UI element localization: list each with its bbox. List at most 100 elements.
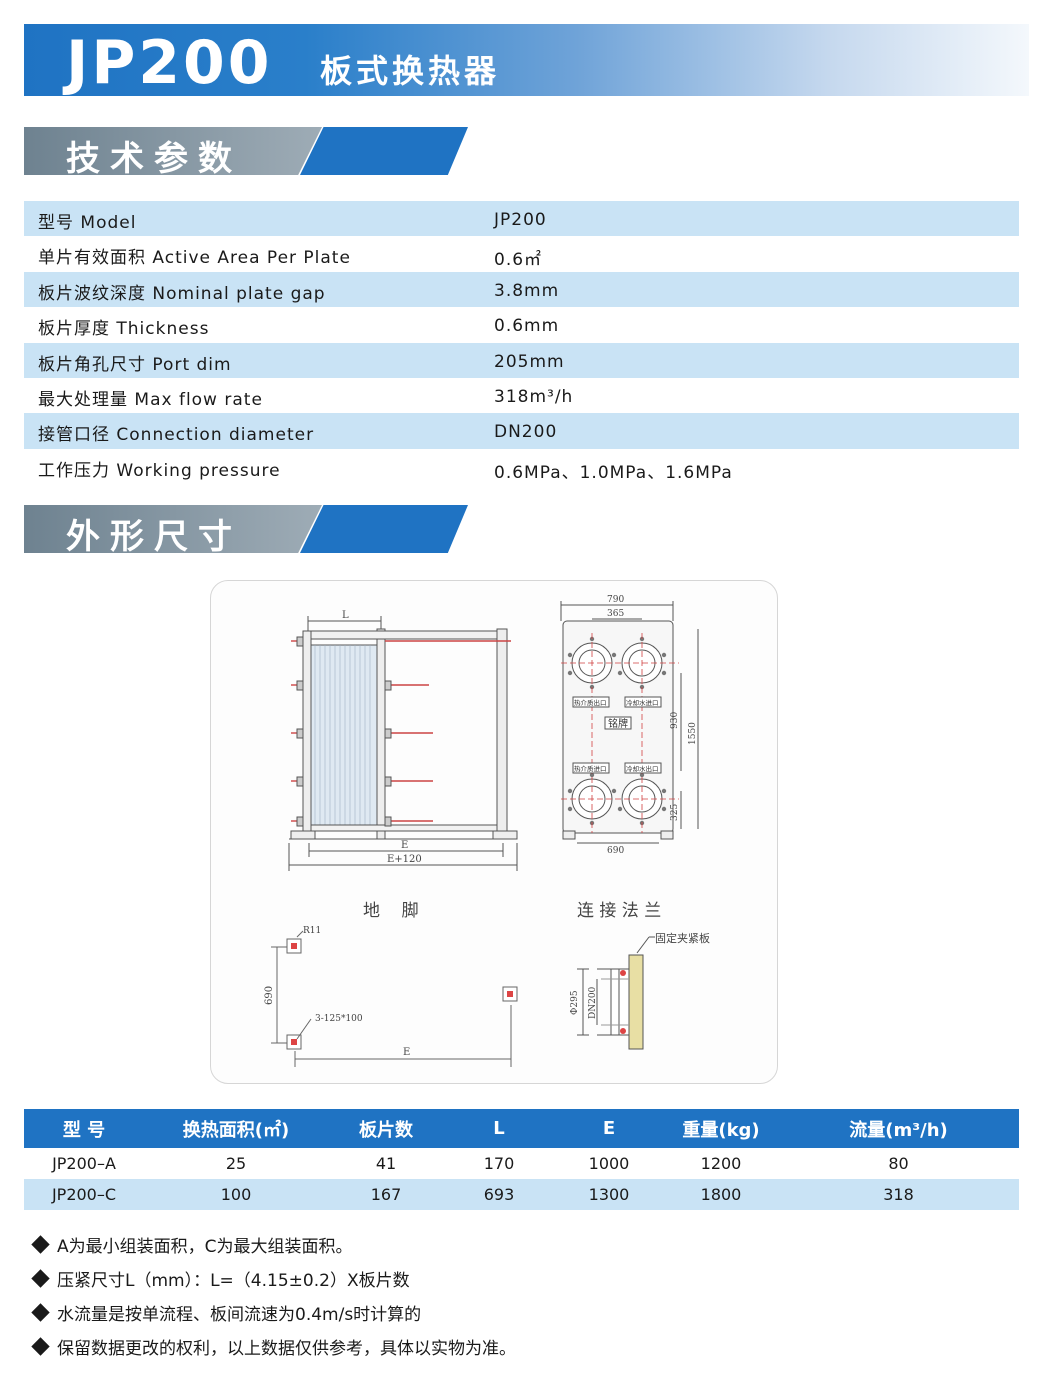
label-hot-in: 热介质进口 (574, 764, 607, 773)
label-nameplate: 铭牌 (608, 717, 628, 730)
diamond-bullet-icon (31, 1235, 50, 1254)
note-text: A为最小组装面积，C为最大组装面积。 (57, 1237, 353, 1257)
col-header: 板片数 (328, 1109, 444, 1148)
diamond-bullet-icon (31, 1269, 50, 1288)
param-value: 318m³/h (494, 386, 574, 407)
dim-690-front: 690 (607, 846, 624, 856)
dim-790: 790 (607, 595, 624, 605)
param-value: 0.6mm (494, 316, 560, 337)
note-text: 保留数据更改的权利，以上数据仅供参考，具体以实物为准。 (57, 1339, 516, 1359)
dim-E-foot: E (403, 1047, 410, 1058)
dim-L: L (342, 610, 349, 621)
flange-title: 连 接 法 兰 (577, 901, 661, 921)
param-row: 单片有效面积 Active Area Per Plate 0.6㎡ (24, 236, 1019, 271)
foot-title: 地 脚 (363, 901, 419, 921)
notes-list: A为最小组装面积，C为最大组装面积。 压紧尺寸L（mm）：L=（4.15±0.2… (30, 1230, 516, 1366)
col-header: E (554, 1109, 664, 1148)
title-banner: JP200 板式换热器 (24, 24, 1029, 98)
note-text: 水流量是按单流程、板间流速为0.4m/s时计算的 (57, 1305, 422, 1325)
dim-phi295: Φ295 (570, 990, 580, 1015)
param-key: 型号 Model (38, 213, 137, 233)
section-title-dims: 外形尺寸 (66, 517, 242, 557)
section-grey-band (24, 127, 322, 175)
col-header: 重量(kg) (664, 1109, 778, 1148)
table-cell: 100 (144, 1179, 328, 1210)
param-row: 板片角孔尺寸 Port dim 205mm (24, 342, 1019, 378)
table-cell: 1300 (554, 1179, 664, 1210)
section-header-tech: 技术参数 (24, 127, 469, 179)
table-cell: 1800 (664, 1179, 778, 1210)
param-key: 板片厚度 Thickness (38, 319, 210, 340)
diamond-bullet-icon (31, 1303, 50, 1322)
section-blue-band (300, 505, 468, 553)
col-header: 换热面积(㎡) (144, 1109, 328, 1148)
param-key: 板片波纹深度 Nominal plate gap (38, 283, 326, 304)
table-cell: 80 (888, 1154, 909, 1173)
col-header: L (444, 1109, 554, 1148)
dim-E120: E+120 (387, 854, 422, 865)
foot-plan (271, 930, 518, 1067)
note-item: A为最小组装面积，C为最大组装面积。 (30, 1230, 516, 1264)
param-row: 型号 Model JP200 (24, 201, 1019, 237)
table-cell: 1000 (588, 1154, 630, 1173)
param-row: 接管口径 Connection diameter DN200 (24, 413, 1019, 449)
param-value: 205mm (494, 351, 565, 372)
dim-DN200: DN200 (588, 986, 598, 1019)
param-row: 最大处理量 Max flow rate 318m³/h (24, 378, 1019, 413)
param-row: 板片厚度 Thickness 0.6mm (24, 307, 1019, 342)
note-item: 压紧尺寸L（mm）：L=（4.15±0.2）X板片数 (30, 1264, 516, 1298)
product-name: 板式换热器 (320, 52, 501, 90)
label-holes: 3-125*100 (315, 1014, 363, 1024)
note-item: 水流量是按单流程、板间流速为0.4m/s时计算的 (30, 1298, 516, 1332)
note-item: 保留数据更改的权利，以上数据仅供参考，具体以实物为准。 (30, 1332, 516, 1366)
dim-690-foot: 690 (264, 986, 275, 1005)
table-cell: 170 (483, 1154, 515, 1173)
table-cell: 693 (444, 1179, 554, 1210)
col-header: 型 号 (24, 1109, 144, 1148)
param-value: 0.6MPa、1.0MPa、1.6MPa (494, 462, 733, 483)
label-hot-out: 热介质出口 (574, 698, 607, 707)
dim-930: 930 (670, 712, 680, 729)
col-header: 流量(m³/h) (778, 1109, 1019, 1148)
dim-365: 365 (607, 609, 624, 619)
params-table: 型号 Model JP200 单片有效面积 Active Area Per Pl… (24, 201, 1019, 484)
label-cold-in: 冷却水进口 (626, 698, 659, 707)
model-spec-table: 型 号 换热面积(㎡) 板片数 L E 重量(kg) 流量(m³/h) JP20… (24, 1109, 1019, 1210)
table-cell: 1200 (700, 1154, 742, 1173)
table-cell: 25 (225, 1154, 247, 1173)
table-cell: JP200–A (52, 1154, 116, 1173)
section-blue-band (300, 127, 468, 175)
param-value: 0.6㎡ (494, 250, 543, 271)
param-value: DN200 (494, 422, 558, 443)
label-clamp-plate: 固定夹紧板 (655, 931, 710, 945)
section-header-dims: 外形尺寸 (24, 505, 469, 557)
param-key: 板片角孔尺寸 Port dim (38, 354, 232, 375)
table-cell: 167 (328, 1179, 444, 1210)
dimension-drawing: L E E+120 (210, 580, 778, 1084)
table-header-row: 型 号 换热面积(㎡) 板片数 L E 重量(kg) 流量(m³/h) (24, 1109, 1019, 1148)
note-text: 压紧尺寸L（mm）：L=（4.15±0.2）X板片数 (57, 1271, 410, 1291)
front-view (560, 601, 699, 844)
table-row: JP200–A 25 41 170 1000 1200 80 (24, 1148, 1019, 1179)
product-model: JP200 (66, 28, 273, 98)
table-cell: JP200–C (24, 1179, 144, 1210)
param-value: 3.8mm (494, 280, 560, 301)
side-view (288, 616, 518, 871)
table-cell: 318 (778, 1179, 1019, 1210)
param-key: 单片有效面积 Active Area Per Plate (38, 248, 351, 269)
section-title-tech: 技术参数 (66, 139, 242, 179)
param-key: 接管口径 Connection diameter (38, 425, 315, 446)
dim-325: 325 (670, 804, 680, 821)
param-value: JP200 (494, 210, 547, 230)
param-key: 工作压力 Working pressure (38, 460, 281, 481)
table-cell: 41 (375, 1154, 397, 1173)
dim-E: E (401, 840, 408, 851)
drawing-canvas: L E E+120 (264, 595, 710, 1067)
param-row: 工作压力 Working pressure 0.6MPa、1.0MPa、1.6M… (24, 449, 1019, 484)
table-row: JP200–C 100 167 693 1300 1800 318 (24, 1179, 1019, 1210)
flange-detail (577, 936, 655, 1050)
dim-1550: 1550 (688, 722, 698, 745)
param-key: 最大处理量 Max flow rate (38, 389, 263, 410)
param-row: 板片波纹深度 Nominal plate gap 3.8mm (24, 271, 1019, 308)
diamond-bullet-icon (31, 1337, 50, 1356)
